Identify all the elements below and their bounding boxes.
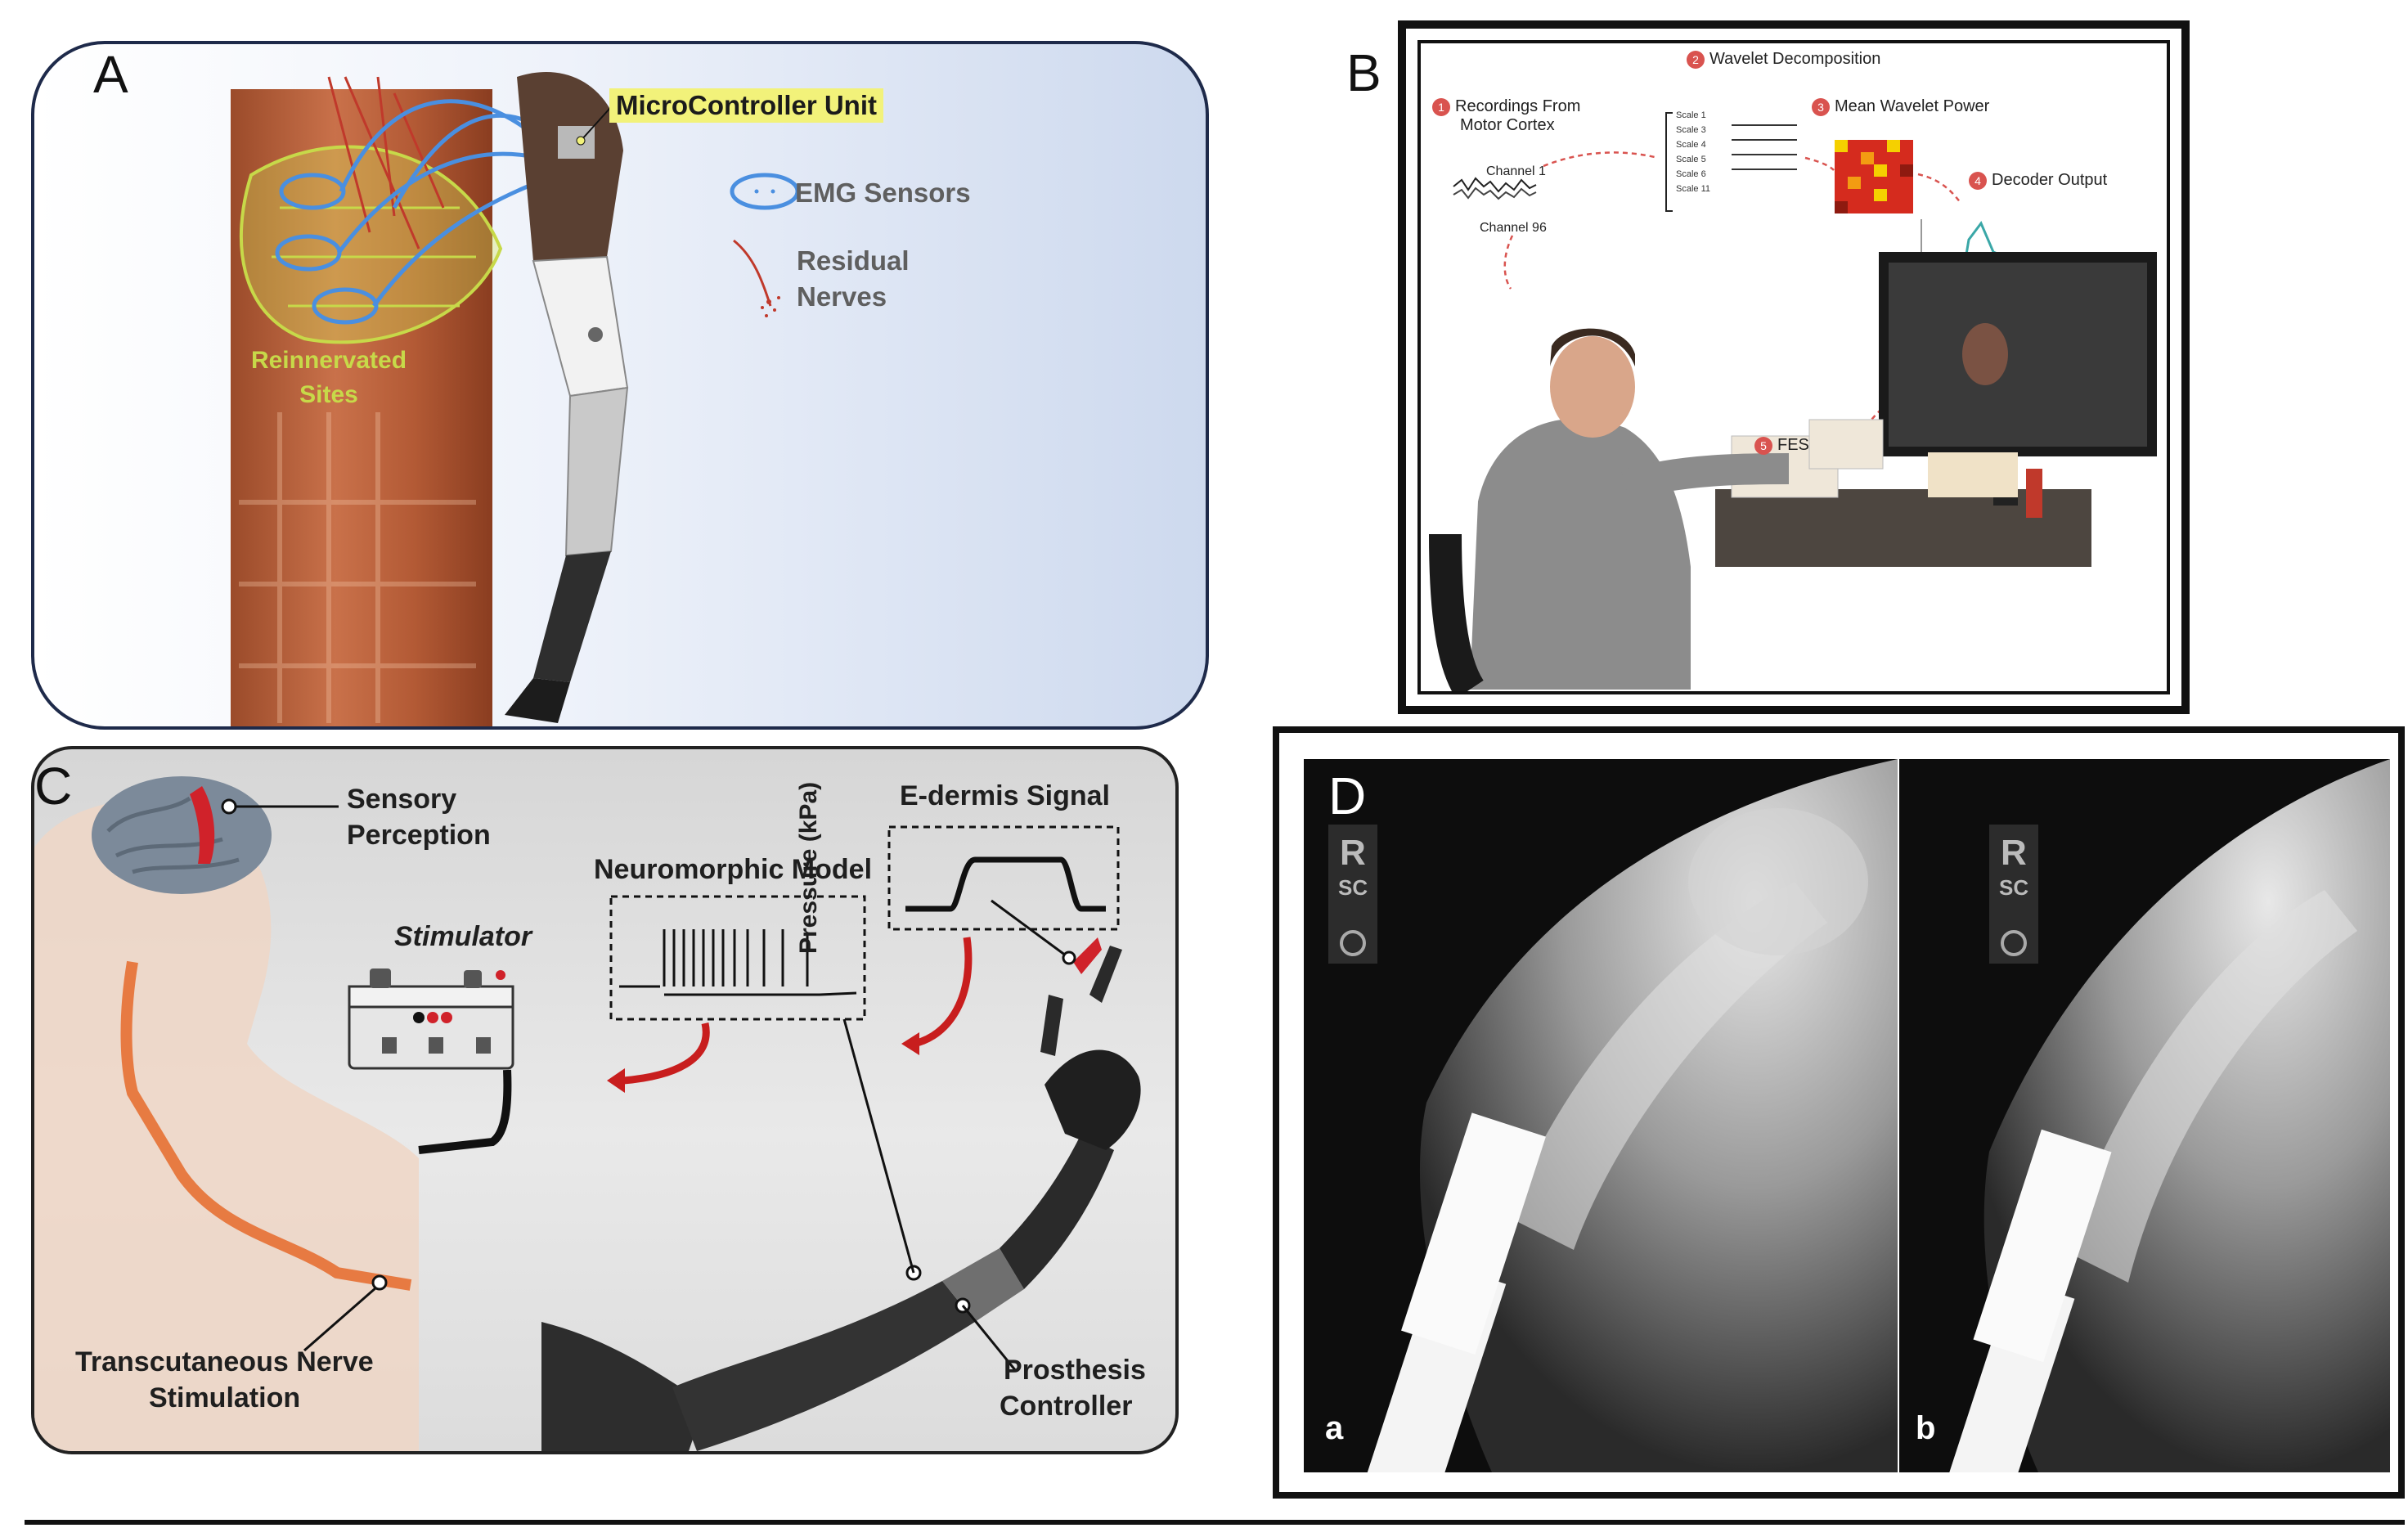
marker-r-a: R (1340, 833, 1366, 873)
prosthetic-arm (505, 72, 629, 723)
reinnervated-region (239, 145, 503, 344)
xray-image-a: R SC a (1304, 759, 1898, 1472)
tns-label-1: Transcutaneous Nerve (75, 1346, 374, 1377)
nerves-legend-label-1: Residual (797, 245, 910, 276)
channel-trace (1453, 177, 1537, 193)
neuromorphic-title: Neuromorphic Model (594, 854, 873, 885)
humerus (1508, 882, 1827, 1250)
emg-wires (336, 99, 546, 308)
torso-illustration (231, 89, 492, 726)
residual-nerves (327, 76, 445, 249)
marker-plate (1328, 825, 1377, 964)
mcu-label: MicroController Unit (609, 88, 883, 123)
panel-letter-d: D (1328, 766, 1367, 825)
muscle-striations (239, 412, 476, 723)
edermis-title: E-dermis Signal (900, 780, 1110, 811)
xray-a-graphics (1328, 759, 1898, 1472)
emg-legend-icon (730, 173, 800, 210)
panel-c-graphics (34, 776, 1141, 1451)
scale-bracket (1665, 112, 1673, 212)
marker-plate-b (1989, 825, 2038, 964)
marker-sc-a: SC (1338, 875, 1368, 900)
channel-1-label: Channel 1 (1486, 164, 1546, 178)
stimulator-label: Stimulator (394, 921, 532, 952)
wavelet-power-heatmap (1835, 140, 1913, 213)
marker-sc-b: SC (1999, 875, 2029, 900)
channel-96-label: Channel 96 (1480, 221, 1547, 235)
neuromorphic-box (609, 895, 866, 1021)
panel-letter-b: B (1346, 43, 1381, 102)
edermis-box (887, 825, 1120, 931)
panel-a: A MicroController Unit EMG Sensors Resid… (31, 41, 1209, 730)
sensory-label-2: Perception (347, 820, 491, 851)
edermis-signal (905, 856, 1106, 912)
bottom-rule (25, 1520, 2405, 1525)
scale-traces (1732, 124, 1797, 170)
xray-b-graphics (1936, 759, 2390, 1472)
sensory-cortex (190, 786, 215, 864)
implant-body (1401, 1112, 1546, 1355)
sublabel-b: b (1916, 1410, 1936, 1446)
wheelchair (1429, 533, 1485, 691)
tns-label-2: Stimulation (149, 1382, 301, 1413)
marker-r-b: R (2001, 833, 2027, 873)
sublabel-a: a (1325, 1410, 1344, 1446)
sensory-label-1: Sensory (347, 784, 457, 815)
nerve-legend-icon (733, 239, 780, 317)
brain (92, 776, 272, 894)
emg-legend-label: EMG Sensors (795, 178, 971, 208)
panel-c: C Sensory Perception E-dermis Signal Pre… (31, 746, 1179, 1454)
controller-label-2: Controller (1000, 1391, 1133, 1422)
person-head (1550, 336, 1635, 438)
panel-b-graphics (1429, 112, 2157, 691)
panel-letter-a: A (93, 45, 128, 104)
reinnervated-label-1: Reinnervated (250, 347, 407, 374)
nerves-legend-label-2: Nerves (797, 281, 887, 312)
nerve-pathway (120, 960, 412, 1291)
panel-d: R SC a R SC b D (1273, 726, 2405, 1499)
spike-train (663, 929, 809, 986)
xray-image-b: R SC b (1899, 759, 2390, 1472)
panel-a-graphics (239, 72, 800, 723)
panel-letter-c: C (34, 757, 73, 816)
implant-body-b (1973, 1129, 2112, 1363)
red-cylinder (2026, 469, 2042, 518)
person-shirt (1470, 418, 1691, 690)
controller-label-1: Prosthesis (1004, 1355, 1146, 1386)
reinnervated-label-2: Sites (299, 381, 358, 408)
